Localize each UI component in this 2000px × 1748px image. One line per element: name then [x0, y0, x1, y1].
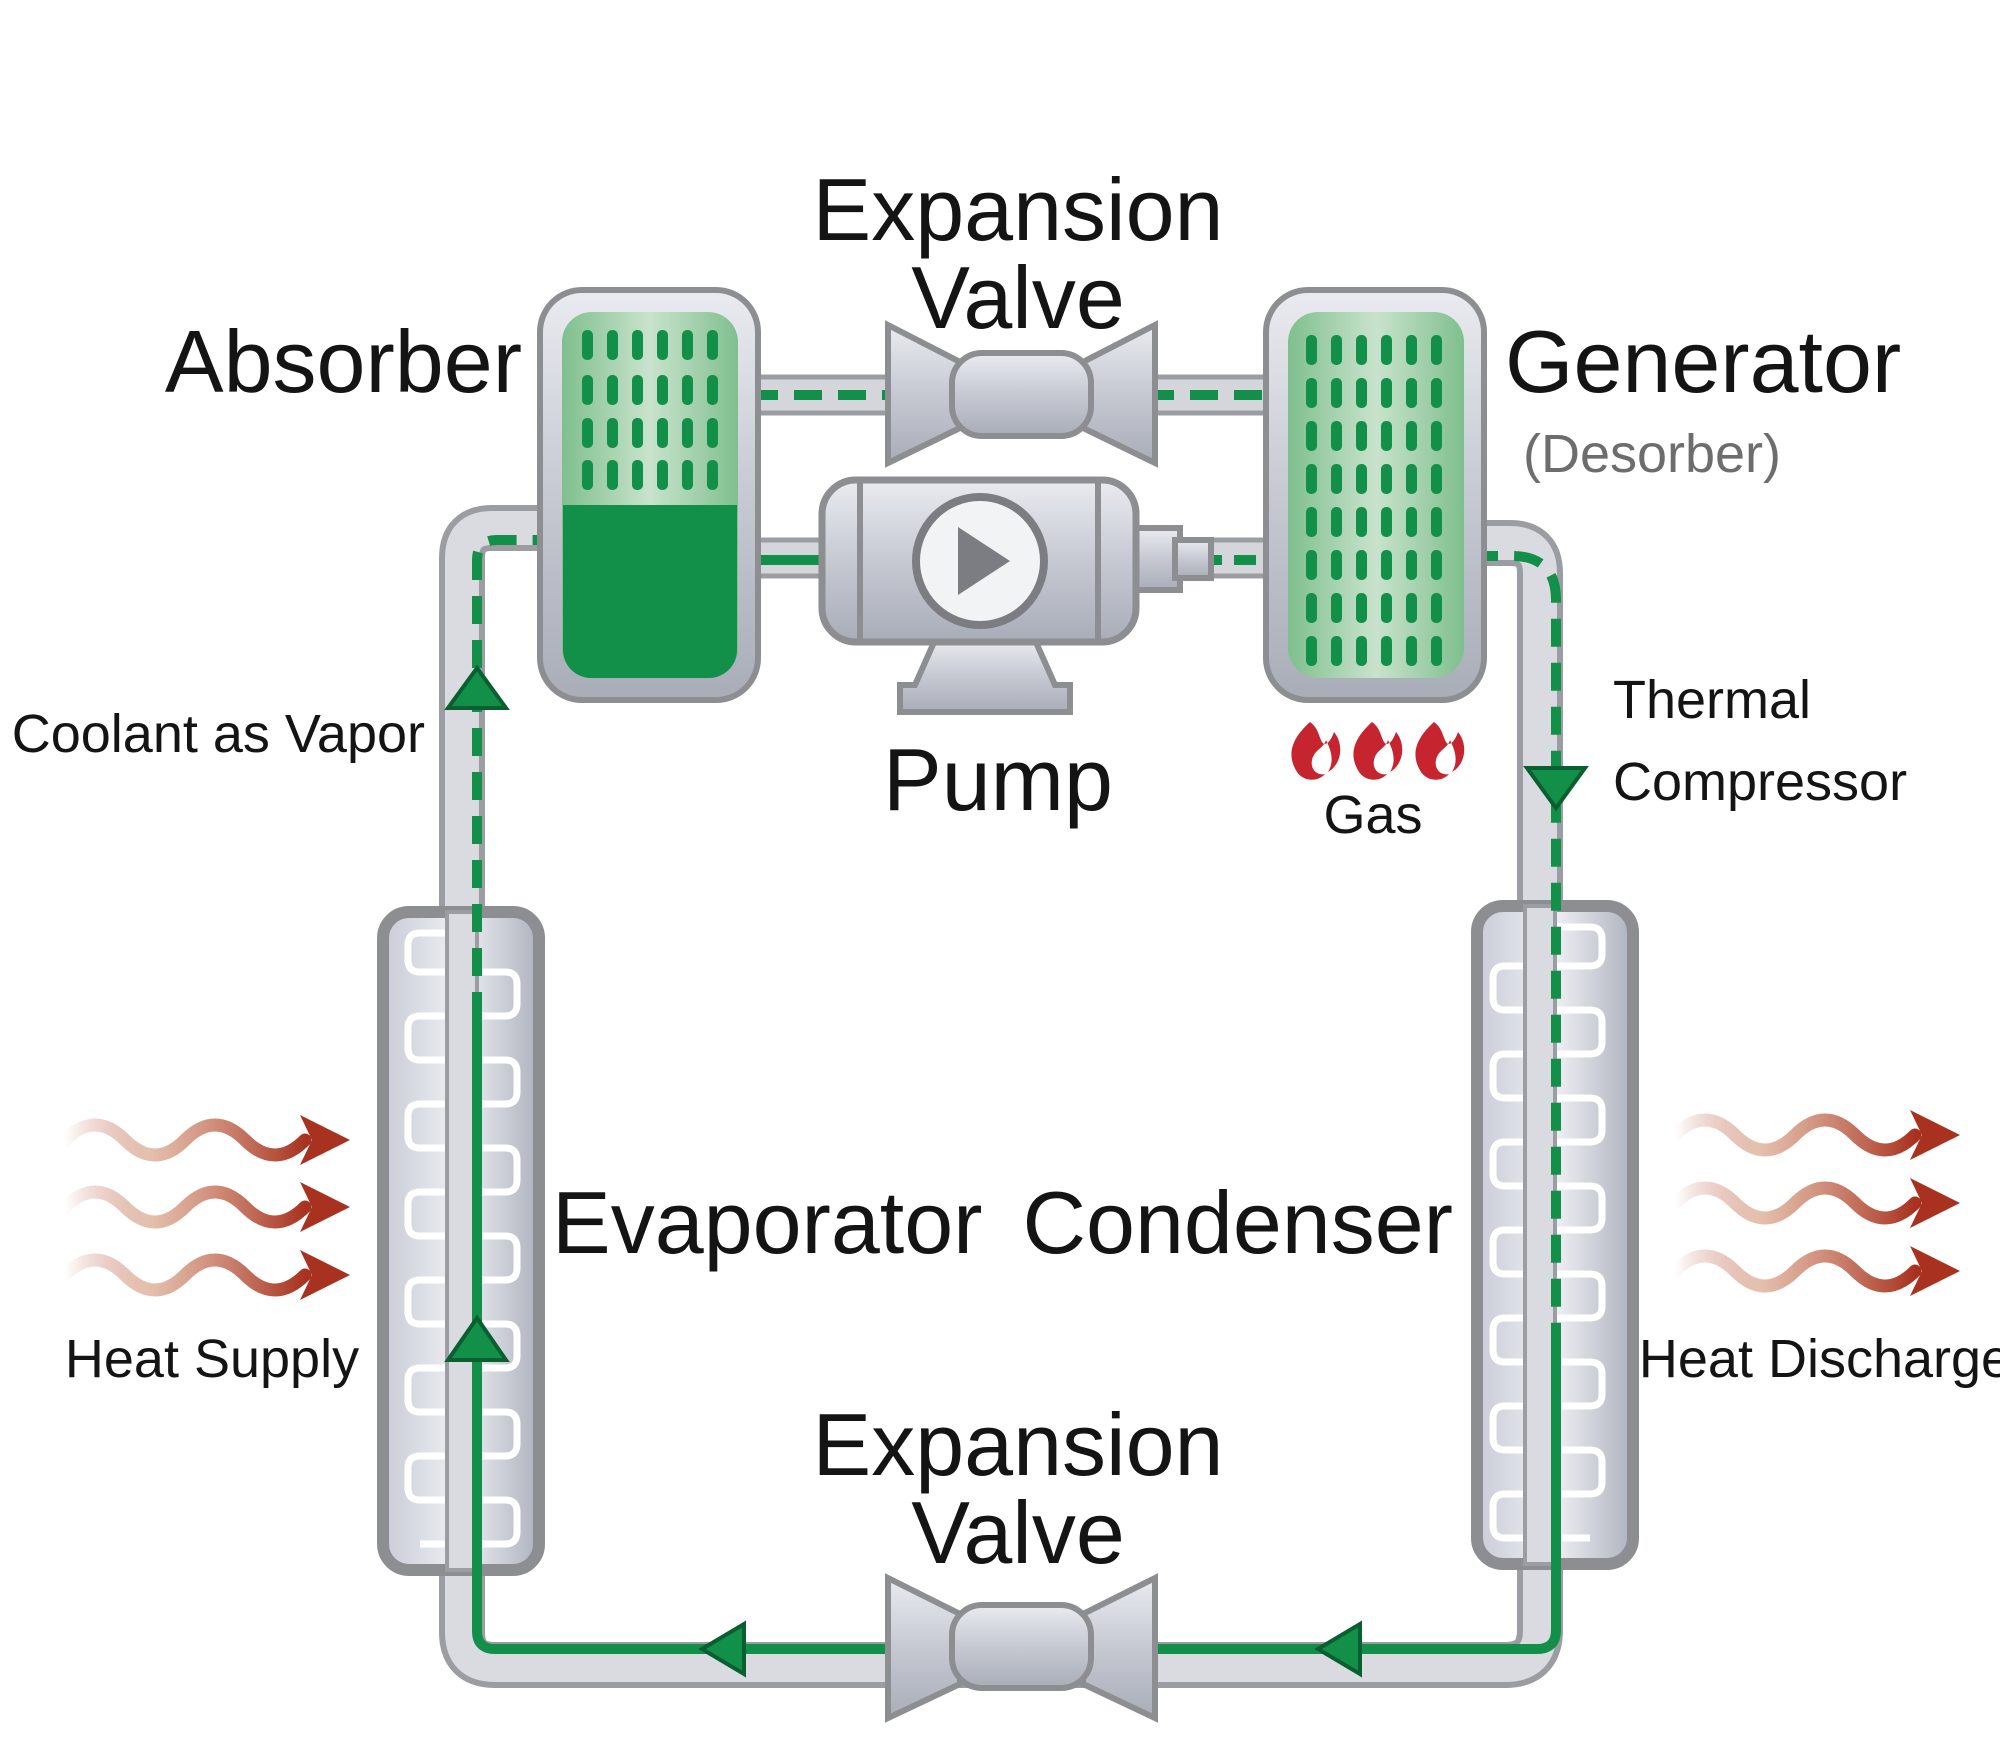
label-thermal: Thermal — [1613, 670, 1811, 730]
heat-wave-arrow-icon — [58, 1110, 1960, 1300]
expansion-valve-bottom — [885, 1573, 1158, 1723]
label-absorber: Absorber — [165, 312, 522, 411]
absorber-liquid — [563, 505, 737, 678]
expansion-valve-top — [885, 320, 1158, 468]
heat-supply-arrows — [58, 1115, 350, 1300]
label-expansion-valve-top-1: Expansion — [813, 160, 1224, 259]
generator — [1263, 287, 1487, 703]
label-pump: Pump — [883, 730, 1113, 829]
flow-arrow-up-upper — [444, 664, 510, 710]
flow-arrow-down — [1523, 766, 1589, 812]
flow-arrow-up-lower — [444, 1314, 510, 1362]
label-heat-discharge: Heat Discharge — [1639, 1329, 2000, 1389]
label-expansion-valve-top-2: Valve — [911, 248, 1125, 347]
flow-arrow-left-right — [1314, 1620, 1362, 1678]
label-coolant-as-vapor: Coolant as Vapor — [12, 704, 425, 764]
label-evaporator: Evaporator — [552, 1173, 982, 1272]
label-heat-supply: Heat Supply — [65, 1329, 359, 1389]
label-gas: Gas — [1323, 785, 1422, 845]
label-desorber: (Desorber) — [1523, 424, 1781, 484]
labels: Expansion Valve Absorber Generator (Deso… — [12, 160, 2000, 1582]
generator-droplets — [1306, 335, 1442, 666]
heat-discharge-arrows — [1668, 1110, 1960, 1296]
flow-arrow-left-left — [698, 1620, 746, 1678]
flow-arrow-icon — [444, 664, 1589, 1678]
play-icon — [912, 493, 1048, 629]
label-condenser: Condenser — [1022, 1173, 1453, 1272]
label-compressor: Compressor — [1613, 752, 1907, 812]
pump — [818, 476, 1214, 715]
evaporator — [377, 906, 545, 1576]
label-expansion-valve-bottom-1: Expansion — [813, 1395, 1224, 1494]
label-generator: Generator — [1505, 312, 1901, 411]
flame-icon — [1291, 722, 1465, 780]
label-expansion-valve-bottom-2: Valve — [911, 1483, 1125, 1582]
absorber-droplets — [582, 330, 718, 490]
absorber — [537, 287, 761, 703]
